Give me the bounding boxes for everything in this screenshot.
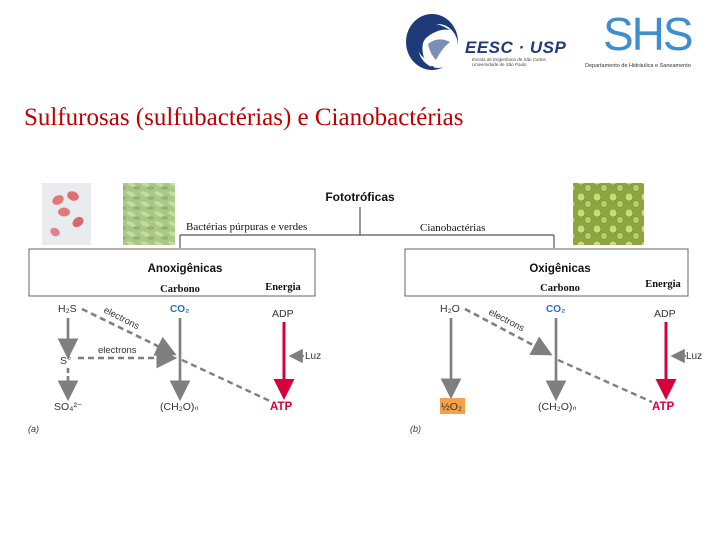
left-carbon-label: Carbono — [160, 284, 200, 295]
purple-bacteria-micrograph — [42, 183, 91, 245]
left-light: Luz — [305, 351, 321, 362]
right-heading: Oxigênicas — [529, 263, 590, 275]
eesc-logo-text: EESC · USP — [465, 38, 567, 57]
right-co2: CO₂ — [546, 304, 565, 315]
left-electrons-2: electrons — [98, 345, 137, 356]
cyanobacteria-micrograph — [573, 183, 644, 245]
slide-title: Sulfurosas (sulfubactérias) e Cianobacté… — [24, 104, 464, 131]
right-electrons: electrons — [487, 307, 527, 334]
left-panel-label: (a) — [28, 424, 39, 434]
shs-logo-subtitle: Departamento de Hidráulica e Saneamento — [585, 63, 691, 69]
right-panel-label: (b) — [410, 424, 421, 434]
branch-right-label: Cianobactérias — [420, 222, 485, 234]
branch-left-label: Bactérias púrpuras e verdes — [186, 221, 307, 233]
shs-logo-text: SHS — [603, 8, 694, 60]
left-carbohydrate: (CH₂O)ₙ — [160, 401, 199, 413]
left-intermediate: S° — [60, 355, 71, 367]
root-label: Fototróficas — [325, 190, 395, 204]
eesc-logo-subtitle: Escola de Engenharia de São Carlos Unive… — [472, 57, 546, 67]
right-adp: ADP — [654, 308, 676, 320]
left-heading: Anoxigênicas — [148, 263, 223, 275]
left-donor: H₂S — [58, 303, 77, 315]
left-atp: ATP — [270, 401, 292, 413]
eesc-usp-logo-icon — [406, 14, 458, 70]
right-product: ½O₂ — [441, 401, 462, 413]
left-adp: ADP — [272, 308, 294, 320]
oxygen-highlight-box — [440, 398, 465, 414]
right-carbohydrate: (CH₂O)ₙ — [538, 401, 577, 413]
right-carbon-label: Carbono — [540, 283, 580, 294]
left-product: SO₄²⁻ — [54, 401, 83, 413]
green-bacteria-micrograph — [123, 183, 175, 245]
right-panel-box — [404, 248, 689, 297]
right-energy-label: Energia — [645, 279, 681, 290]
left-panel-box — [28, 248, 316, 297]
right-atp: ATP — [652, 401, 674, 413]
left-co2: CO₂ — [170, 304, 189, 315]
right-donor: H₂O — [440, 303, 460, 315]
right-light: Luz — [686, 351, 702, 362]
left-energy-label: Energia — [265, 282, 301, 293]
